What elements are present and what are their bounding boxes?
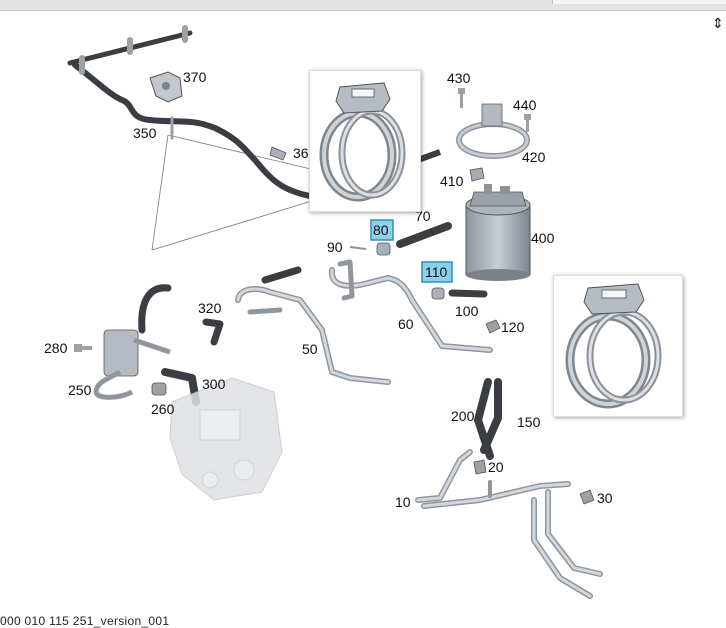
part-110-clamp bbox=[431, 287, 445, 300]
part-420-bracket bbox=[456, 103, 530, 159]
callout-30[interactable]: 30 bbox=[597, 490, 613, 506]
callout-200[interactable]: 200 bbox=[451, 408, 475, 424]
callout-labels: 370 350 36 430 440 420 410 70 400 80 90 … bbox=[44, 69, 613, 510]
hose-stub bbox=[416, 149, 442, 163]
callout-400[interactable]: 400 bbox=[531, 230, 555, 246]
clamp-illustration bbox=[565, 283, 662, 409]
callout-250[interactable]: 250 bbox=[68, 382, 92, 398]
part-100-hose bbox=[448, 289, 488, 298]
callout-50[interactable]: 50 bbox=[302, 341, 318, 357]
part-50-fuel-line bbox=[235, 266, 391, 385]
part-250-valve-assembly bbox=[93, 284, 172, 400]
magnify-leader-lines bbox=[151, 134, 316, 251]
callout-90[interactable]: 90 bbox=[327, 239, 343, 255]
part-370-clip bbox=[149, 71, 183, 103]
part-120-screw bbox=[485, 319, 501, 334]
part-20-clip bbox=[473, 459, 487, 475]
part-90-pin bbox=[349, 246, 367, 250]
callout-70[interactable]: 70 bbox=[415, 208, 431, 224]
callout-60[interactable]: 60 bbox=[398, 316, 414, 332]
toolbar-tab[interactable] bbox=[552, 0, 726, 4]
part-36-bolt bbox=[269, 146, 287, 161]
part-400-fuel-filter bbox=[465, 184, 531, 281]
part-30-fitting bbox=[579, 489, 595, 505]
expand-icon[interactable]: ⇕ bbox=[712, 15, 724, 31]
callout-320[interactable]: 320 bbox=[198, 300, 222, 316]
callout-highlight-110[interactable] bbox=[421, 261, 453, 283]
part-80-clamp bbox=[376, 242, 391, 256]
part-430-screw bbox=[458, 88, 465, 108]
part-150-hose bbox=[480, 378, 502, 454]
part-410-nut bbox=[469, 167, 485, 182]
callout-110[interactable]: 110 bbox=[425, 264, 448, 280]
part-280-screw bbox=[74, 344, 92, 352]
part-60-fuel-line bbox=[328, 259, 493, 353]
callout-36[interactable]: 36 bbox=[293, 145, 309, 161]
inset-clamp-detail-top bbox=[309, 70, 421, 212]
callout-260[interactable]: 260 bbox=[151, 401, 175, 417]
callout-430[interactable]: 430 bbox=[447, 70, 471, 86]
callout-120[interactable]: 120 bbox=[501, 319, 525, 335]
callout-280[interactable]: 280 bbox=[44, 340, 68, 356]
callout-100[interactable]: 100 bbox=[455, 303, 479, 319]
part-350-hose bbox=[67, 25, 313, 199]
callout-440[interactable]: 440 bbox=[513, 97, 537, 113]
callout-10[interactable]: 10 bbox=[395, 494, 411, 510]
part-260-fitting bbox=[151, 382, 167, 396]
clamp-illustration bbox=[319, 82, 406, 202]
callout-410[interactable]: 410 bbox=[440, 173, 464, 189]
callout-150[interactable]: 150 bbox=[517, 414, 541, 430]
part-320-hose bbox=[202, 318, 224, 346]
callout-20[interactable]: 20 bbox=[488, 459, 504, 475]
document-id: 000 010 115 251_version_001 bbox=[0, 614, 170, 628]
callout-80[interactable]: 80 bbox=[373, 222, 389, 238]
part-440-screw bbox=[524, 114, 531, 132]
inset-clamp-detail-right bbox=[553, 275, 683, 417]
callout-highlight-80[interactable] bbox=[370, 219, 394, 241]
part-70-hose bbox=[396, 222, 452, 248]
callout-350[interactable]: 350 bbox=[133, 125, 157, 141]
high-pressure-pump bbox=[169, 377, 283, 501]
callout-370[interactable]: 370 bbox=[183, 69, 207, 85]
top-toolbar bbox=[0, 0, 726, 11]
part-10-fuel-line bbox=[415, 449, 603, 599]
callout-420[interactable]: 420 bbox=[522, 149, 546, 165]
callout-300[interactable]: 300 bbox=[202, 376, 226, 392]
